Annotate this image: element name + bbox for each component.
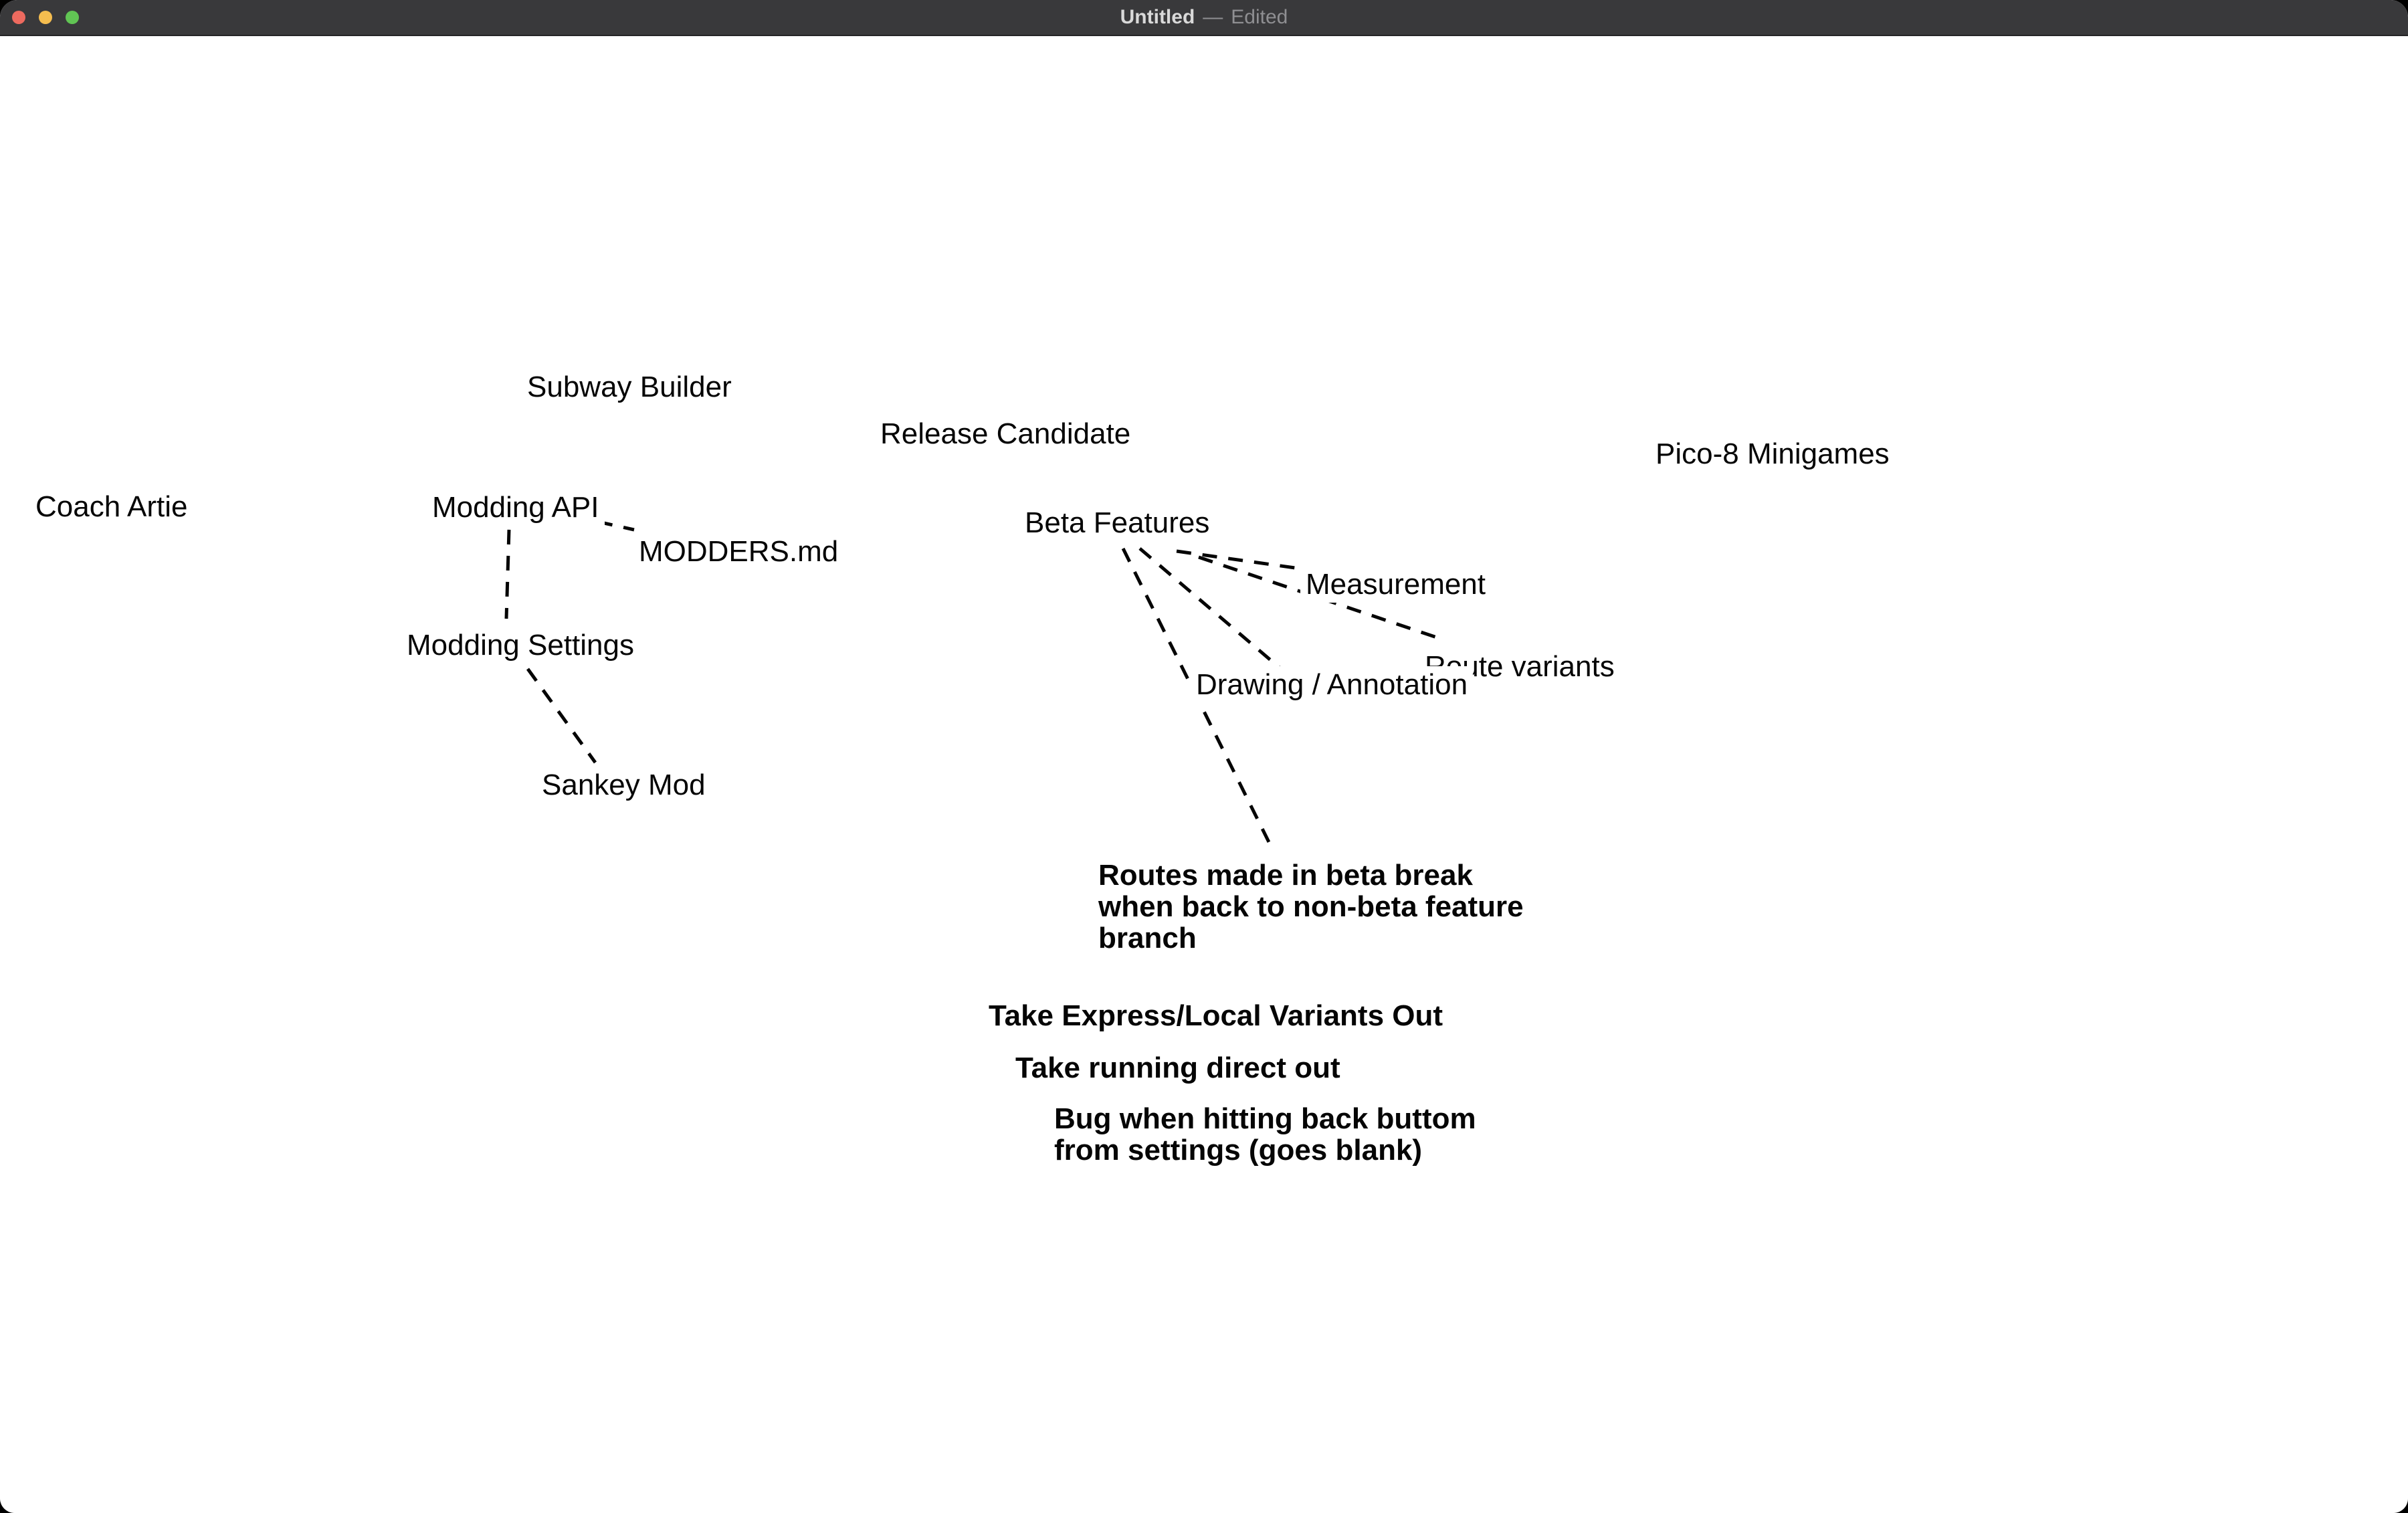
node-subway-builder[interactable]: Subway Builder (522, 369, 737, 405)
node-sankey-mod[interactable]: Sankey Mod (536, 767, 711, 803)
node-take-express-note[interactable]: Take Express/Local Variants Out (983, 997, 1449, 1034)
edge-modding-api-to-modding-settings[interactable] (504, 529, 511, 619)
node-modding-settings[interactable]: Modding Settings (401, 627, 639, 664)
node-take-running-note[interactable]: Take running direct out (1010, 1049, 1346, 1086)
node-modders-md[interactable]: MODDERS.md (633, 533, 844, 570)
node-coach-artie[interactable]: Coach Artie (30, 488, 193, 525)
minimize-button[interactable] (39, 11, 52, 24)
node-drawing-annotation[interactable]: Drawing / Annotation (1191, 666, 1474, 703)
close-button[interactable] (12, 11, 25, 24)
traffic-lights (12, 0, 79, 35)
titlebar[interactable]: Untitled — Edited (0, 0, 2408, 36)
node-beta-features[interactable]: Beta Features (1019, 504, 1215, 541)
edge-beta-features-to-measurement[interactable] (1176, 549, 1300, 571)
node-routes-note[interactable]: Routes made in beta break when back to n… (1093, 857, 1529, 956)
window-title: Untitled — Edited (1120, 6, 1288, 29)
edited-badge: Edited (1231, 6, 1288, 28)
node-modding-api[interactable]: Modding API (427, 489, 605, 526)
edge-modding-settings-to-sankey-mod[interactable] (526, 668, 597, 764)
title-separator: — (1203, 6, 1223, 28)
node-pico-8-minigames[interactable]: Pico-8 Minigames (1650, 435, 1895, 472)
zoom-button[interactable] (66, 11, 79, 24)
document-title: Untitled (1120, 6, 1195, 28)
edge-beta-features-to-route-variants[interactable] (1198, 555, 1445, 642)
node-release-candidate[interactable]: Release Candidate (875, 415, 1136, 452)
node-bug-back-note[interactable]: Bug when hitting back buttom from settin… (1049, 1100, 1482, 1169)
node-measurement[interactable]: Measurement (1300, 566, 1492, 603)
edge-beta-features-to-drawing-annotation[interactable] (1138, 547, 1287, 674)
node-route-variants[interactable]: Route variants (1425, 650, 1615, 683)
